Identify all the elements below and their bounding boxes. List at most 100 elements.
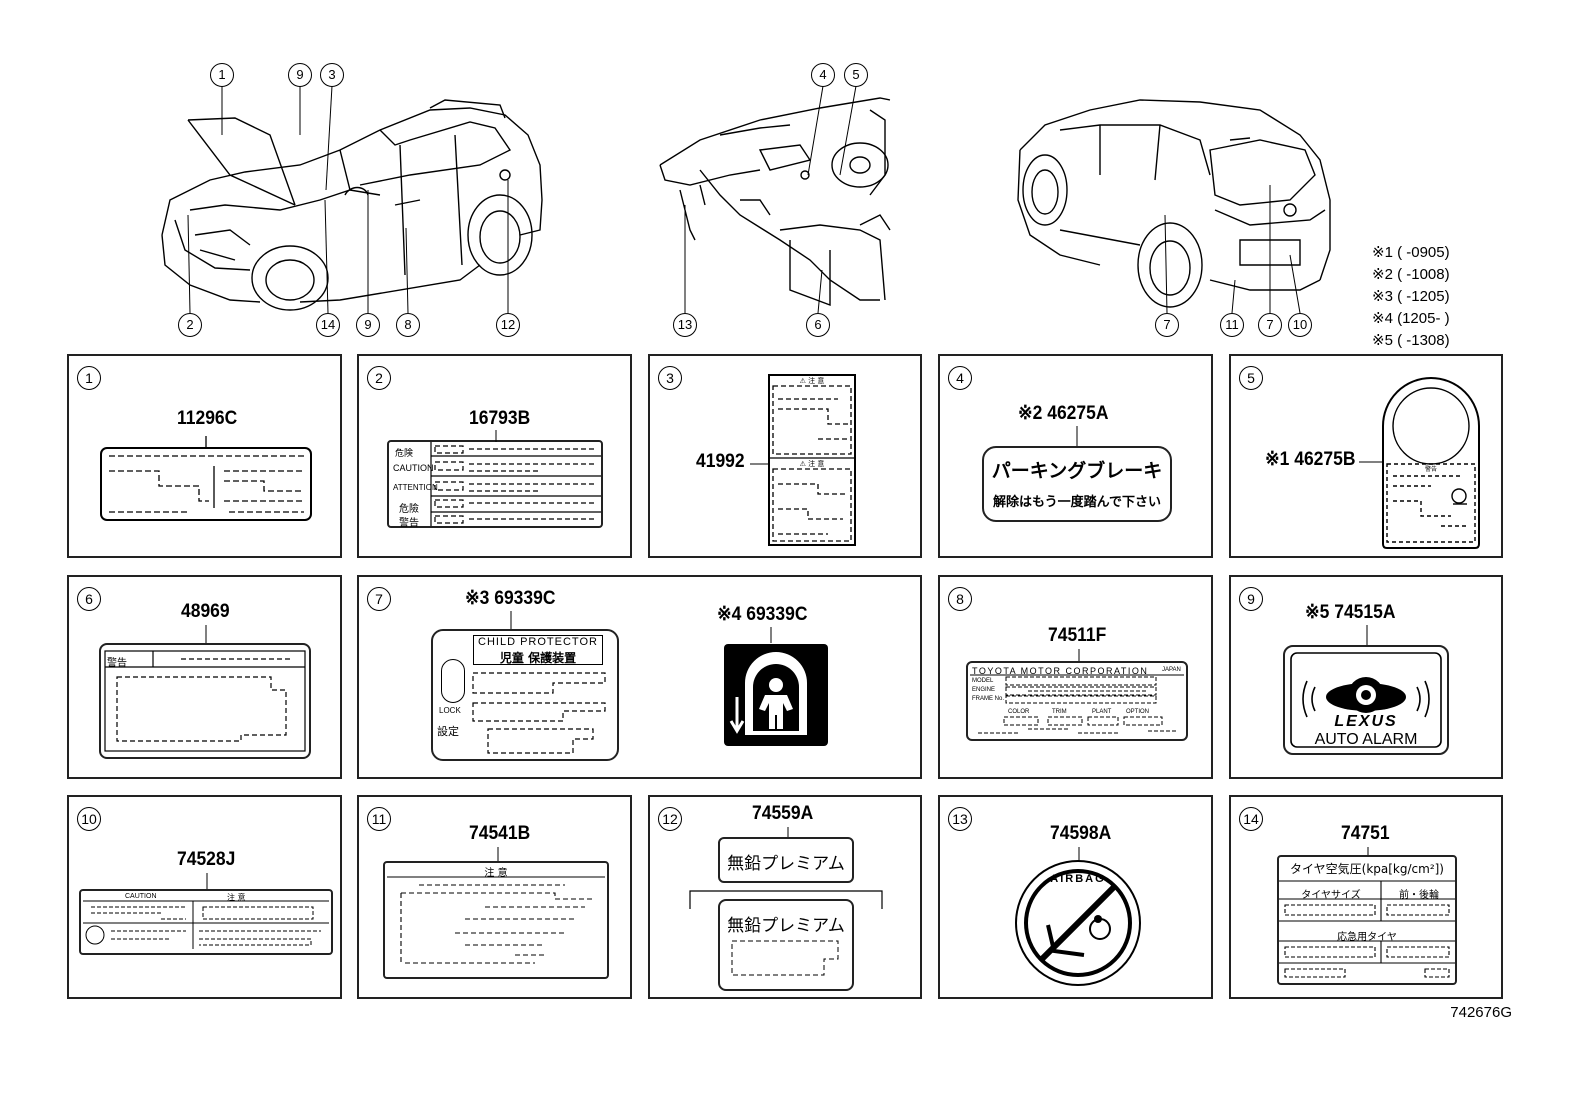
- p9-brand: LEXUS: [1334, 713, 1398, 730]
- p8-col: PLANT: [1092, 709, 1112, 715]
- part-code: 11296C: [177, 408, 238, 429]
- p2-line: 危険: [395, 448, 414, 458]
- panel-13: 13 74598A AIRBAG: [938, 795, 1213, 999]
- panel-3: 3 41992 ⚠ 注 意 ⚠ 注 意: [648, 354, 922, 558]
- panel-8: 8 74511F TOYOTA MOTOR CORPORATION JAPAN …: [938, 575, 1213, 779]
- p11-header: 注 意: [484, 868, 508, 879]
- rear-car-drawing: [1017, 99, 1331, 308]
- svg-text:⚠ 注 意: ⚠ 注 意: [800, 376, 825, 385]
- label-74559a-small: 無鉛プレミアム: [718, 837, 854, 883]
- callout-14: 14: [316, 313, 340, 337]
- panel-6: 6 48969 警告: [67, 575, 342, 779]
- panel-11: 11 74541B 注 意: [357, 795, 632, 999]
- panel-4: 4 ※2 46275A パーキングブレーキ 解除はもう一度踏んで下さい: [938, 354, 1213, 558]
- panel-number: 7: [367, 587, 391, 611]
- label-74515a: LEXUS AUTO ALARM: [1283, 645, 1449, 755]
- p2-line: 危險: [399, 504, 419, 515]
- p7-jp: 児童 保護装置: [499, 651, 577, 665]
- callout-7b: 7: [1258, 313, 1282, 337]
- label-74598a: [1015, 860, 1141, 986]
- p8-row: ENGINE: [972, 687, 996, 693]
- callout-8: 8: [396, 313, 420, 337]
- p9-text: AUTO ALARM: [1314, 731, 1418, 748]
- note-3: ※3 ( -1205): [1372, 288, 1450, 305]
- panel-number: 14: [1239, 807, 1263, 831]
- p8-col: TRIM: [1052, 709, 1067, 715]
- p7-child: CHILD PROTECTOR: [478, 636, 598, 648]
- panel-number: 6: [77, 587, 101, 611]
- panel-number: 12: [658, 807, 682, 831]
- p8-row: MODEL: [972, 678, 994, 684]
- panel-number: 1: [77, 366, 101, 390]
- panel-1: 1 11296C: [67, 354, 342, 558]
- label-74751: タイヤ空気圧(kpa[kg/cm²]) タイヤサイズ 前・後輪 応急用タイヤ: [1277, 855, 1457, 985]
- p4-line2: 解除はもう一度踏んで下さい: [993, 495, 1161, 510]
- panel-number: 9: [1239, 587, 1263, 611]
- p2-line: 警告: [399, 518, 419, 529]
- callout-6: 6: [806, 313, 830, 337]
- p8-col: COLOR: [1008, 709, 1030, 715]
- label-46275a: パーキングブレーキ 解除はもう一度踏んで下さい: [982, 446, 1172, 522]
- part-code: 74598A: [1050, 823, 1112, 844]
- part-code: 74751: [1341, 823, 1390, 844]
- panel-2: 2 16793B 危険 CAUTION ATTENTION 危險 警告: [357, 354, 632, 558]
- p10-jp: 注 意: [227, 893, 246, 902]
- label-16793b: 危険 CAUTION ATTENTION 危險 警告: [387, 440, 603, 529]
- label-11296c: [100, 436, 312, 521]
- panel-5: 5 ※1 46275B 警告: [1229, 354, 1503, 558]
- p12-text: 無鉛プレミアム: [727, 854, 845, 874]
- panel-number: 4: [948, 366, 972, 390]
- label-74541b: 注 意: [383, 861, 609, 979]
- callout-7: 7: [1155, 313, 1179, 337]
- panel-number: 3: [658, 366, 682, 390]
- part-code: ※2 46275A: [1018, 403, 1109, 424]
- p10-title: CAUTION: [125, 893, 157, 900]
- part-code: ※5 74515A: [1305, 602, 1396, 623]
- p7-lock: LOCK: [439, 706, 461, 715]
- p14-col1: タイヤサイズ: [1301, 890, 1361, 901]
- part-code: 74559A: [752, 803, 814, 824]
- p2-line: CAUTION: [393, 463, 434, 473]
- p8-title: TOYOTA MOTOR CORPORATION: [972, 666, 1149, 676]
- label-74511f: TOYOTA MOTOR CORPORATION JAPAN MODEL ENG…: [966, 661, 1188, 741]
- callout-1: 1: [210, 63, 234, 87]
- part-code: 16793B: [469, 408, 531, 429]
- leader-lines: [187, 85, 1301, 314]
- part-code: 74511F: [1048, 625, 1107, 646]
- note-4: ※4 (1205- ): [1372, 310, 1450, 327]
- front-car-drawing: [161, 99, 543, 311]
- callout-4: 4: [811, 63, 835, 87]
- label-69339c-a: CHILD PROTECTOR 児童 保護装置 LOCK 設定: [431, 629, 619, 761]
- p7-set: 設定: [437, 725, 459, 738]
- callout-3: 3: [320, 63, 344, 87]
- label-74559a-large: 無鉛プレミアム: [718, 899, 854, 991]
- panel-9: 9 ※5 74515A LEXUS AUTO ALARM: [1229, 575, 1503, 779]
- p4-line1: パーキングブレーキ: [991, 460, 1163, 482]
- part-code-2: ※4 69339C: [717, 604, 808, 625]
- callout-12: 12: [496, 313, 520, 337]
- panel-number: 2: [367, 366, 391, 390]
- panel-number: 5: [1239, 366, 1263, 390]
- part-code: ※3 69339C: [465, 588, 556, 609]
- label-41992: ⚠ 注 意 ⚠ 注 意: [768, 374, 856, 546]
- label-74528j: CAUTION 注 意: [79, 889, 333, 955]
- panel-number: 8: [948, 587, 972, 611]
- note-5: ※5 ( -1308): [1372, 332, 1450, 349]
- figure-code: 742676G: [1450, 1004, 1512, 1021]
- note-2: ※2 ( -1008): [1372, 266, 1450, 283]
- overview-illustrations: [161, 85, 1331, 314]
- panel-14: 14 74751 タイヤ空気圧(kpa[kg/cm²]) タイヤサイズ 前・後輪…: [1229, 795, 1503, 999]
- part-code: 48969: [181, 601, 230, 622]
- callout-11: 11: [1220, 313, 1244, 337]
- p6-header: 警告: [107, 658, 127, 669]
- p13-text: AIRBAG: [1050, 873, 1106, 885]
- panel-number: 13: [948, 807, 972, 831]
- p8-japan: JAPAN: [1162, 667, 1181, 673]
- svg-text:⚠ 注 意: ⚠ 注 意: [800, 459, 825, 468]
- part-code: 74541B: [469, 823, 531, 844]
- callout-10: 10: [1288, 313, 1312, 337]
- p14-row2: 応急用タイヤ: [1337, 932, 1397, 943]
- label-46275b: 警告: [1382, 377, 1480, 549]
- label-48969: 警告: [99, 643, 311, 759]
- callout-9: 9: [288, 63, 312, 87]
